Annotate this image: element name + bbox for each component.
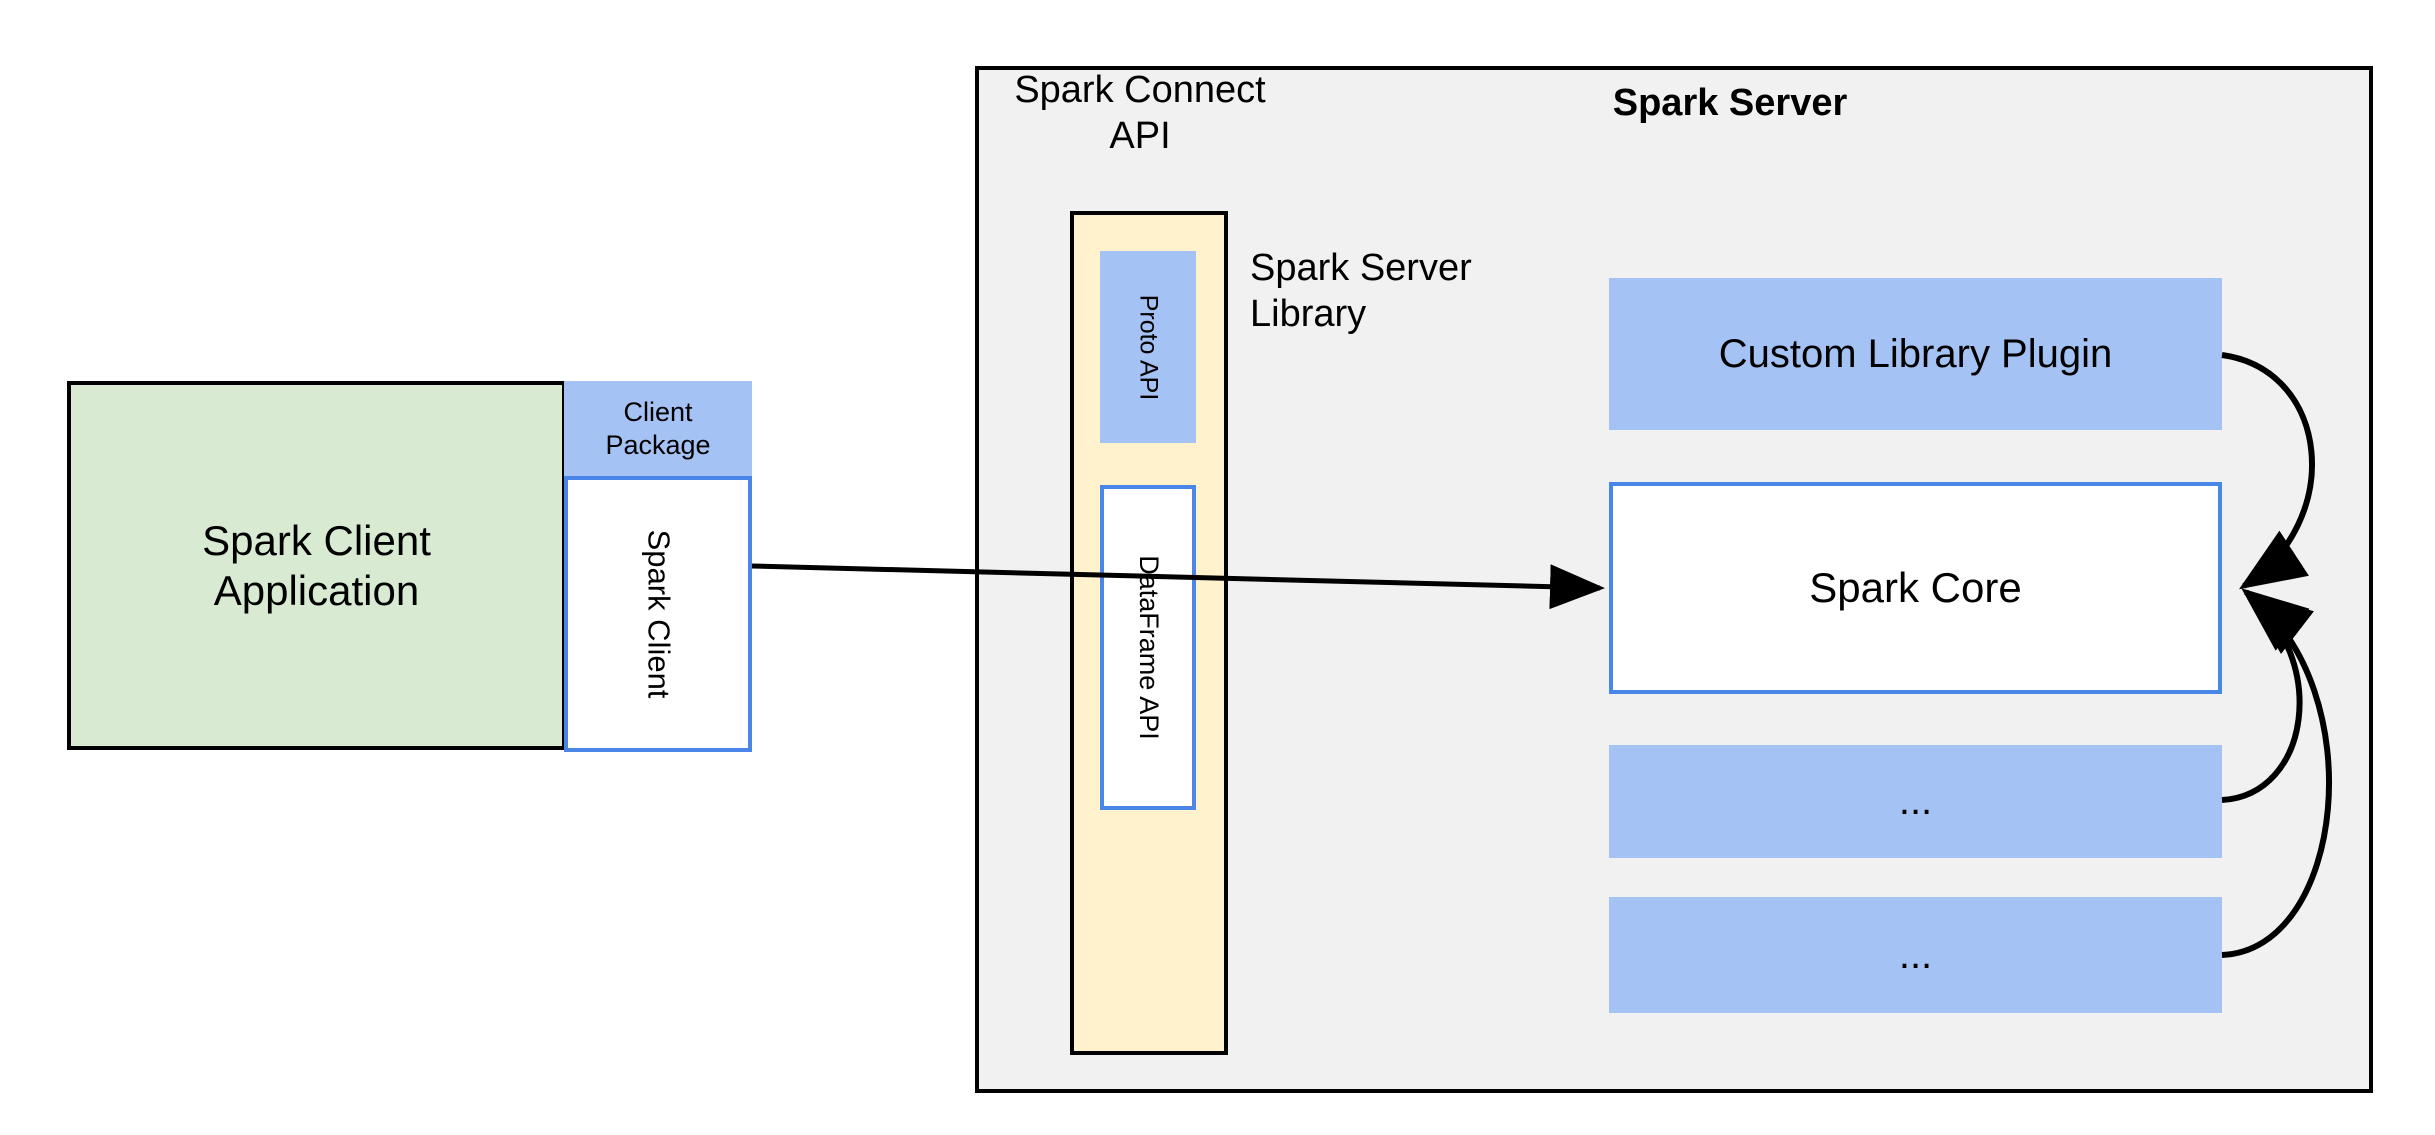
spark-client-application-box[interactable]: Spark Client Application xyxy=(67,381,566,750)
spark-core-box[interactable]: Spark Core xyxy=(1609,482,2222,694)
dataframe-api-box[interactable]: DataFrame API xyxy=(1100,485,1196,810)
proto-api-box[interactable]: Proto API xyxy=(1100,251,1196,443)
dataframe-api-label: DataFrame API xyxy=(1133,555,1164,740)
client-package-label: Client Package xyxy=(605,397,711,460)
spark-server-title: Spark Server xyxy=(1612,82,1848,124)
spark-server-library-label: Spark Server Library xyxy=(1250,247,1472,335)
server-module-placeholder-1[interactable]: ... xyxy=(1609,745,2222,858)
custom-library-plugin-box[interactable]: Custom Library Plugin xyxy=(1609,278,2222,430)
client-package-box[interactable]: Client Package xyxy=(564,381,752,477)
spark-client-application-label: Spark Client Application xyxy=(202,516,431,614)
custom-library-plugin-label: Custom Library Plugin xyxy=(1718,331,2113,376)
spark-connect-api-label: Spark Connect API xyxy=(1014,69,1266,157)
server-module-placeholder-1-label: ... xyxy=(1898,779,1933,823)
server-module-placeholder-2[interactable]: ... xyxy=(1609,897,2222,1013)
spark-core-label: Spark Core xyxy=(1809,564,2022,611)
proto-api-label: Proto API xyxy=(1134,294,1163,400)
spark-client-box[interactable]: Spark Client xyxy=(564,476,752,752)
spark-client-label: Spark Client xyxy=(640,529,676,699)
server-module-placeholder-2-label: ... xyxy=(1898,932,1933,977)
